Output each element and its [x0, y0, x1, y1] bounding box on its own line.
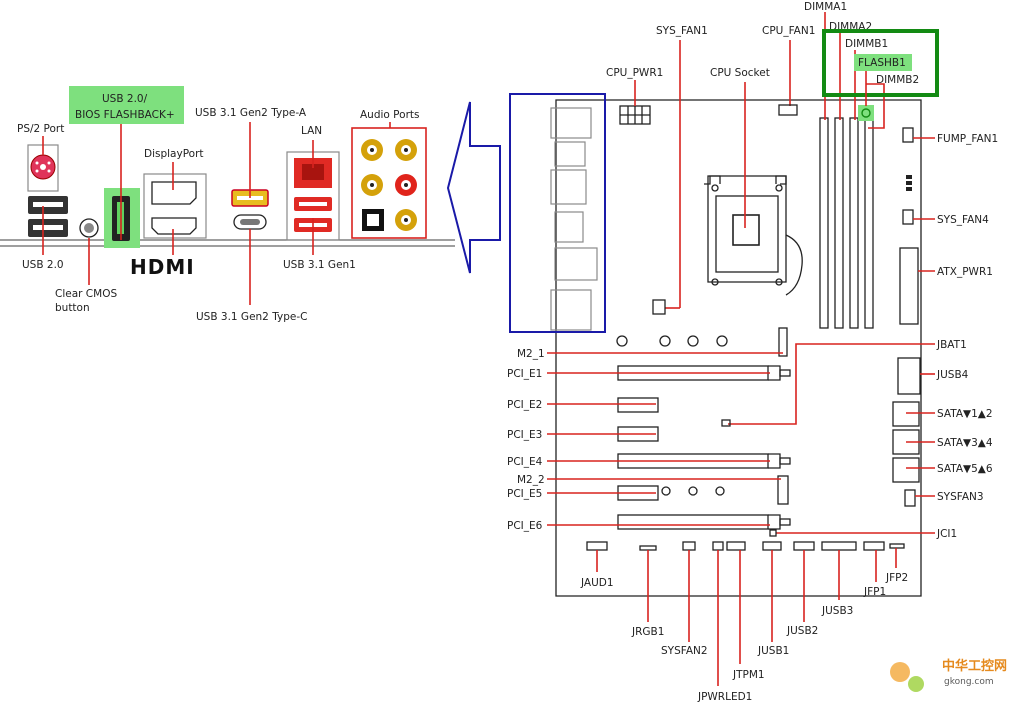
m2-1-slot: [778, 327, 788, 357]
usb31-gen2-ports: [231, 122, 269, 305]
m2-1-label: M2_1: [517, 348, 545, 360]
jfp1-label: JFP1: [863, 586, 886, 598]
sata34-label: SATA▼3▲4: [937, 437, 993, 449]
pcie-slots: [547, 365, 791, 530]
pcie1-label: PCI_E1: [507, 368, 542, 380]
jci1-label: JCI1: [936, 528, 957, 540]
rear-io-callout-box: [509, 93, 606, 333]
cpu-pwr1-label: CPU_PWR1: [606, 67, 663, 79]
sata56-label: SATA▼5▲6: [937, 463, 993, 475]
callout-arrow: [446, 101, 501, 274]
bottom-headers: [586, 541, 905, 686]
pump-fan1-header: [902, 127, 914, 143]
usb20-ports: [28, 196, 68, 255]
jusb3-label: JUSB3: [821, 605, 853, 617]
jbat1-header: [721, 419, 731, 427]
jci1-header: [769, 529, 777, 537]
jusb4-header: [897, 357, 921, 395]
jaud1-label: JAUD1: [580, 577, 614, 589]
io-panel: PS/2 Port USB 2.0 Clear CMOS button USB …: [0, 86, 501, 323]
cpu-fan1-header: [778, 104, 798, 116]
sysfan2-label: SYSFAN2: [661, 645, 708, 657]
usb20-label: USB 2.0: [22, 259, 64, 271]
jpwrled1-label: JPWRLED1: [697, 691, 752, 703]
flashb1-button: [858, 71, 874, 121]
sys-fan1-header: [652, 299, 666, 315]
clear-cmos-button: [79, 218, 99, 285]
jusb1-label: JUSB1: [757, 645, 789, 657]
cpu-pwr1-connector: [619, 80, 651, 125]
pump-fan1-label: FUMP_FAN1: [937, 133, 998, 145]
dimmb1-label: DIMMB1: [845, 38, 888, 50]
cpu-socket: [704, 82, 803, 296]
atx-pwr1-label: ATX_PWR1: [937, 266, 993, 278]
sys-fan4-header: [902, 209, 914, 225]
clear-cmos-label-2: button: [55, 302, 90, 314]
pcie6-label: PCI_E6: [507, 520, 543, 532]
pcie4-label: PCI_E4: [507, 456, 543, 468]
usb31-gen2-typec-label: USB 3.1 Gen2 Type-C: [196, 311, 307, 323]
sys-fan4-label: SYS_FAN4: [937, 214, 989, 226]
pcie2-label: PCI_E2: [507, 399, 542, 411]
displayport-hdmi-ports: [143, 162, 207, 255]
jtpm1-label: JTPM1: [732, 669, 765, 681]
pcie3-label: PCI_E3: [507, 429, 542, 441]
usb-bios-label-2: BIOS FLASHBACK+: [75, 109, 175, 121]
sata12-label: SATA▼1▲2: [937, 408, 993, 420]
watermark-url: gkong.com: [944, 677, 994, 687]
motherboard: CPU_PWR1 SYS_FAN1 CPU_FAN1 CPU Socket: [507, 1, 998, 703]
lan-label: LAN: [301, 125, 322, 137]
jrgb1-label: JRGB1: [631, 626, 664, 638]
audio-ports-label: Audio Ports: [360, 109, 419, 121]
sata-connectors: [892, 401, 935, 483]
rear-io-outline: [550, 107, 598, 331]
jusb2-label: JUSB2: [786, 625, 818, 637]
watermark-cn: 中华工控网: [942, 658, 1007, 674]
small-header-right: [906, 175, 912, 191]
displayport-label: DisplayPort: [144, 148, 204, 160]
flashb1-label: FLASHB1: [858, 57, 906, 69]
dimma1-label: DIMMA1: [804, 1, 847, 13]
flashb1-highlight: [854, 54, 912, 71]
sysfan3-label: SYSFAN3: [937, 491, 984, 503]
dimmb2-label: DIMMB2: [876, 74, 919, 86]
jusb4-label: JUSB4: [936, 369, 969, 381]
pcie5-label: PCI_E5: [507, 488, 542, 500]
ps2-port: [27, 136, 59, 192]
sysfan3-header: [904, 489, 916, 507]
jbat1-label: JBAT1: [936, 339, 967, 351]
jfp2-label: JFP2: [885, 572, 908, 584]
clear-cmos-label-1: Clear CMOS: [55, 288, 117, 300]
ps2-port-label: PS/2 Port: [17, 123, 64, 135]
cpu-fan1-label: CPU_FAN1: [762, 25, 815, 37]
bios-flashback-port: [104, 124, 140, 248]
usb31-gen1-label: USB 3.1 Gen1: [283, 259, 356, 271]
atx-pwr1-connector: [899, 247, 919, 325]
bios-flashback-highlight: [69, 86, 184, 124]
usb-bios-label-1: USB 2.0/: [102, 93, 148, 105]
usb31-gen2-typea-label: USB 3.1 Gen2 Type-A: [195, 107, 307, 119]
flashb1-callout-box: [822, 29, 939, 97]
lan-usb31-gen1-ports: [286, 140, 340, 255]
watermark: 中华工控网 gkong.com: [890, 658, 1007, 692]
audio-ports: [351, 122, 427, 239]
hdmi-logo: HDMI: [130, 255, 195, 279]
sys-fan1-label: SYS_FAN1: [656, 25, 708, 37]
standoff-holes: [616, 335, 728, 496]
cpu-socket-label: CPU Socket: [710, 67, 770, 79]
m2-2-label: M2_2: [517, 474, 545, 486]
